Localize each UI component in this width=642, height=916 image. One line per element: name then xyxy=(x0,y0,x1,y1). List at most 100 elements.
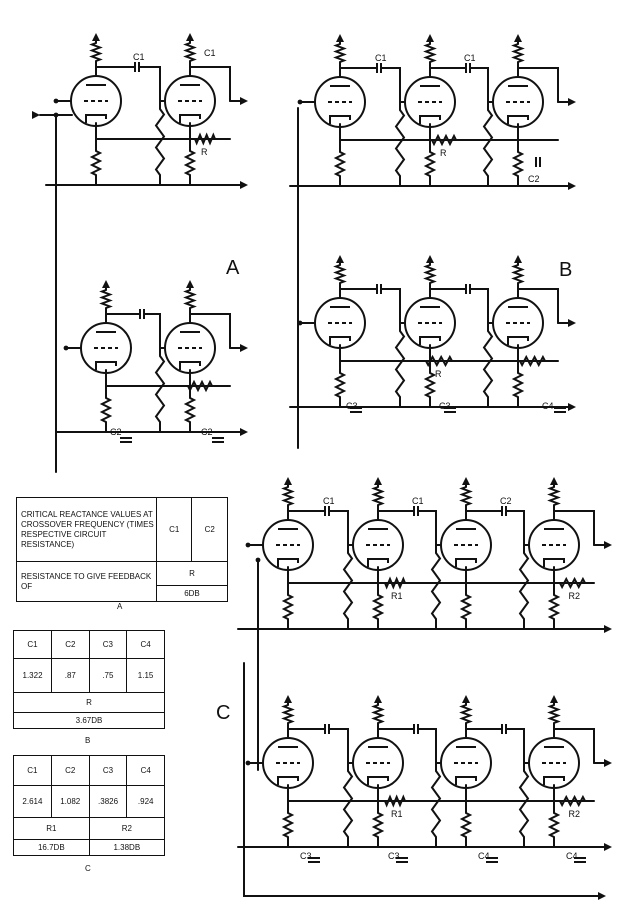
table-c-header-c1: C1 xyxy=(13,755,52,786)
wire xyxy=(470,288,494,324)
feedback-resistor xyxy=(425,354,453,368)
table-b-feedback-header: R xyxy=(13,692,165,713)
arrow-icon xyxy=(550,695,558,703)
table-a-description: CRITICAL REACTANCE VALUES AT CROSSOVER F… xyxy=(16,497,157,562)
wire xyxy=(139,66,166,102)
table-c: C1 C2 C3 C4 2.614 1.082 .3826 .924 R1 R2… xyxy=(13,755,166,856)
bypass-capacitor xyxy=(350,407,362,413)
plate-resistor xyxy=(99,289,113,309)
vacuum-tube xyxy=(440,519,492,571)
cathode-resistor xyxy=(459,812,473,838)
grid-resistor xyxy=(482,109,494,177)
resistor-label: R xyxy=(201,147,208,157)
coupling-capacitor xyxy=(324,724,330,734)
coupling-capacitor xyxy=(465,284,471,294)
wire xyxy=(553,728,595,764)
vacuum-tube xyxy=(352,737,404,789)
table-c-value-c3: .3826 xyxy=(88,785,128,818)
arrow-icon xyxy=(240,181,248,189)
wire xyxy=(381,288,406,324)
coupling-capacitor xyxy=(465,63,471,73)
vacuum-tube xyxy=(314,76,366,128)
arrow-icon xyxy=(568,182,576,190)
wire xyxy=(329,728,354,764)
table-c-caption: C xyxy=(85,864,91,873)
capacitor-label: C4 xyxy=(566,851,578,861)
plate-resistor xyxy=(423,43,437,63)
plate-resistor xyxy=(423,264,437,284)
vacuum-tube xyxy=(314,297,366,349)
table-c-feedback-header-r2: R2 xyxy=(88,817,166,840)
cathode-resistor xyxy=(89,150,103,176)
arrow-icon xyxy=(550,477,558,485)
bypass-capacitor xyxy=(554,407,566,413)
resistor-label: R2 xyxy=(569,809,581,819)
vacuum-tube xyxy=(492,297,544,349)
capacitor-label: C1 xyxy=(323,496,335,506)
table-b-header-c3: C3 xyxy=(88,630,128,659)
arrow-icon xyxy=(336,255,344,263)
wire xyxy=(144,313,166,349)
table-c-value-c2: 1.082 xyxy=(50,785,90,818)
junction-dot xyxy=(63,345,69,351)
grid-resistor xyxy=(482,330,494,398)
wire xyxy=(418,510,442,546)
plate-resistor xyxy=(281,486,295,506)
table-c-value-c4: .924 xyxy=(126,785,165,818)
cathode-resistor xyxy=(281,812,295,838)
junction-dot xyxy=(245,760,251,766)
feedback-resistor xyxy=(431,133,457,147)
table-b-header-c2: C2 xyxy=(51,630,90,659)
table-a-header-c1: C1 xyxy=(155,497,193,562)
arrow-icon xyxy=(604,541,612,549)
arrow-icon xyxy=(568,98,576,106)
arrow-icon xyxy=(374,477,382,485)
coupling-capacitor xyxy=(501,506,507,516)
capacitor-label: C3 xyxy=(439,401,451,411)
resistor-label: R xyxy=(440,148,447,158)
grid-resistor xyxy=(518,770,530,838)
junction-dot xyxy=(245,542,251,548)
capacitor-label: C2 xyxy=(110,427,122,437)
grid-resistor xyxy=(342,770,354,838)
arrow-icon xyxy=(92,33,100,41)
table-a-caption: A xyxy=(117,602,123,611)
wire xyxy=(553,510,595,546)
capacitor-label: C1 xyxy=(133,52,145,62)
vacuum-tube xyxy=(164,75,216,127)
capacitor-label: C1 xyxy=(375,53,387,63)
grid-resistor xyxy=(430,552,442,620)
table-b-feedback-value: 3.67DB xyxy=(13,712,165,729)
cathode-resistor xyxy=(183,397,197,423)
resistor-label: R1 xyxy=(391,591,403,601)
table-c-value-c1: 2.614 xyxy=(13,785,52,818)
bypass-capacitor xyxy=(396,857,408,863)
capacitor-label: C1 xyxy=(412,496,424,506)
cathode-resistor xyxy=(281,594,295,620)
plate-resistor xyxy=(459,704,473,724)
coupling-capacitor xyxy=(413,506,419,516)
capacitor-label: C3 xyxy=(300,851,312,861)
capacitor-label: C3 xyxy=(346,401,358,411)
junction-dot xyxy=(297,99,303,105)
plate-resistor xyxy=(371,486,385,506)
plate-resistor xyxy=(281,704,295,724)
capacitor-label: C4 xyxy=(542,401,554,411)
vacuum-tube xyxy=(528,737,580,789)
arrow-icon xyxy=(568,403,576,411)
wire xyxy=(243,662,601,897)
table-b-value-c4: 1.15 xyxy=(126,658,165,693)
grid-resistor xyxy=(342,552,354,620)
coupling-capacitor xyxy=(376,63,382,73)
cathode-resistor xyxy=(511,151,525,177)
arrow-icon xyxy=(598,892,606,900)
table-c-feedback-value-r1: 16.7DB xyxy=(13,839,90,856)
feedback-resistor xyxy=(384,794,406,808)
arrow-icon xyxy=(462,695,470,703)
arrow-icon xyxy=(374,695,382,703)
capacitor-label: C2 xyxy=(500,496,512,506)
bypass-capacitor xyxy=(486,857,498,863)
vacuum-tube xyxy=(70,75,122,127)
cathode-resistor xyxy=(333,151,347,177)
plate-resistor xyxy=(89,42,103,62)
